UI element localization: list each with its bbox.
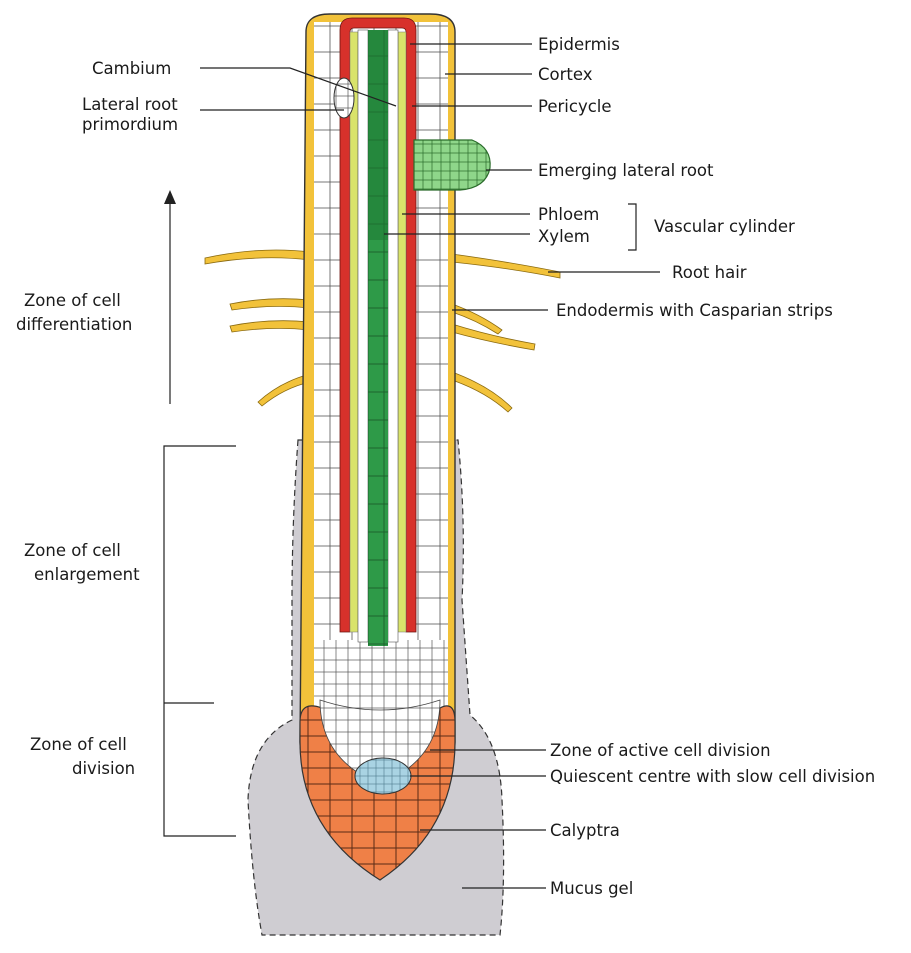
endodermis-strip-right bbox=[398, 32, 406, 632]
label-zone-differentiation-2: differentiation bbox=[16, 315, 132, 334]
label-cortex: Cortex bbox=[538, 65, 593, 84]
label-zone-active-division: Zone of active cell division bbox=[550, 741, 771, 760]
label-vascular-cylinder: Vascular cylinder bbox=[654, 217, 795, 236]
label-zone-differentiation-1: Zone of cell bbox=[24, 291, 121, 310]
label-phloem: Phloem bbox=[538, 205, 599, 224]
phloem-band bbox=[358, 30, 368, 642]
lateral-root-primordium bbox=[334, 78, 354, 118]
label-calyptra: Calyptra bbox=[550, 821, 620, 840]
label-xylem: Xylem bbox=[538, 227, 590, 246]
label-lateral-root-primordium-2: primordium bbox=[82, 115, 178, 134]
label-emerging-lateral-root: Emerging lateral root bbox=[538, 161, 714, 180]
emerging-lateral-root bbox=[414, 140, 490, 190]
label-root-hair: Root hair bbox=[672, 263, 747, 282]
label-zone-division-1: Zone of cell bbox=[30, 735, 127, 754]
label-endodermis: Endodermis with Casparian strips bbox=[556, 301, 833, 320]
label-lateral-root-primordium-1: Lateral root bbox=[82, 95, 178, 114]
label-epidermis: Epidermis bbox=[538, 35, 620, 54]
up-arrow-icon bbox=[164, 190, 176, 204]
label-zone-division-2: division bbox=[72, 759, 135, 778]
label-pericycle: Pericycle bbox=[538, 97, 612, 116]
quiescent-centre bbox=[355, 758, 411, 794]
phloem-band-right bbox=[388, 30, 398, 642]
endodermis-strip bbox=[350, 32, 358, 632]
label-zone-enlargement-1: Zone of cell bbox=[24, 541, 121, 560]
label-zone-enlargement-2: enlargement bbox=[34, 565, 140, 584]
label-mucus-gel: Mucus gel bbox=[550, 879, 633, 898]
label-cambium: Cambium bbox=[92, 59, 171, 78]
label-quiescent-centre: Quiescent centre with slow cell division bbox=[550, 767, 875, 786]
xylem-dark-top bbox=[368, 30, 388, 240]
